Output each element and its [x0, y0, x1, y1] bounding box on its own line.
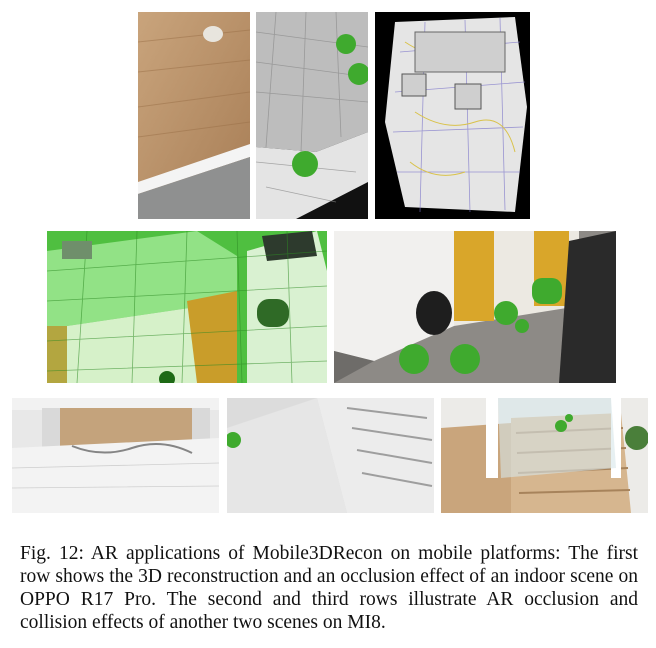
panel-row2-mesh-overlay [47, 231, 327, 383]
panel-row1-reconstruction [375, 12, 530, 219]
ar-green-ball [292, 151, 318, 177]
ar-green-cylinder [532, 278, 562, 304]
ar-green-ball [515, 319, 529, 333]
ar-green-ball [336, 34, 356, 54]
ar-green-cylinder [257, 299, 289, 327]
ar-green-ball [450, 344, 480, 374]
ar-green-ball [494, 301, 518, 325]
ar-green-ball [348, 63, 368, 85]
ar-green-ball [227, 432, 241, 448]
figure-caption: Fig. 12: AR applications of Mobile3DReco… [20, 543, 638, 633]
ar-green-ball [555, 420, 567, 432]
ar-green-ball [565, 414, 573, 422]
panel-row3-mesh-stairs [12, 398, 219, 513]
panel-row3-mesh-stairs-2 [227, 398, 434, 513]
panel-row3-photo-stairs [441, 398, 648, 513]
panel-row1-mesh [256, 12, 368, 219]
panel-row1-photo [138, 12, 250, 219]
ar-green-ball [399, 344, 429, 374]
panel-row2-photo [334, 231, 616, 383]
